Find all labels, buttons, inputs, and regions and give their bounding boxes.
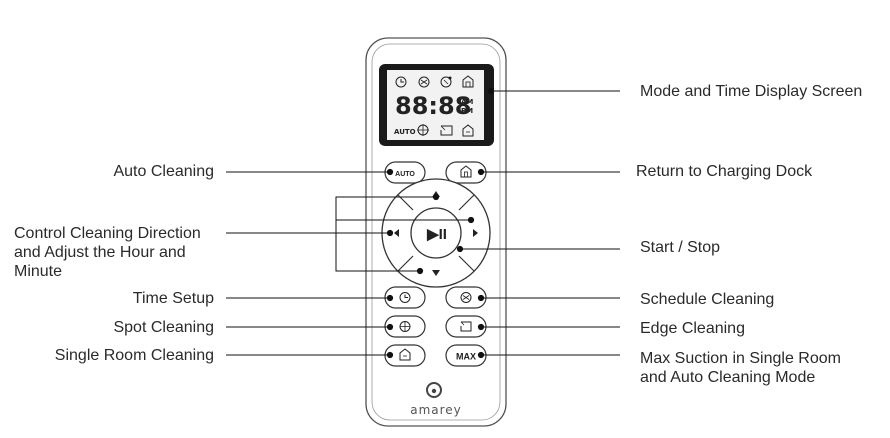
lcd-clock-icon — [395, 76, 407, 88]
label-single-room: Single Room Cleaning — [54, 347, 214, 364]
left-arrow-icon[interactable] — [394, 229, 399, 237]
lcd-auto: AUTO — [394, 128, 416, 136]
label-control-direction-line-2: and Adjust the Hour and — [14, 244, 186, 261]
label-control-direction: Control Cleaning Direction and Adjust th… — [14, 224, 201, 281]
right-arrow-icon[interactable] — [473, 229, 478, 237]
max-button-label: MAX — [456, 352, 476, 362]
lcd-single-room-icon — [462, 124, 474, 137]
label-max-suction-line-2: and Auto Cleaning Mode — [640, 369, 816, 386]
spot-icon — [399, 321, 411, 332]
lcd-home-icon — [462, 75, 474, 88]
down-arrow-icon[interactable] — [432, 270, 440, 276]
lcd-edge-icon — [440, 125, 453, 136]
edge-icon — [460, 321, 472, 332]
lcd-am: AM — [461, 98, 473, 106]
lcd-schedule-icon — [418, 76, 430, 88]
label-time-setup: Time Setup — [132, 290, 214, 307]
leader-lines — [226, 87, 620, 359]
label-max-suction-line-1: Max Suction in Single Room — [640, 350, 841, 367]
label-edge-cleaning: Edge Cleaning — [640, 320, 745, 337]
label-spot-cleaning: Spot Cleaning — [113, 319, 214, 336]
label-control-direction-line-3: Minute — [14, 263, 63, 280]
schedule-icon — [460, 292, 472, 303]
lcd-pm: PM — [461, 107, 473, 115]
label-mode-time-display: Mode and Time Display Screen — [640, 83, 863, 100]
brand-logo-icon — [426, 382, 442, 398]
label-return-dock: Return to Charging Dock — [636, 163, 813, 180]
lcd-schedule-alt-icon — [440, 76, 452, 88]
play-pause-icon: ▶II — [426, 226, 447, 243]
single-room-icon — [399, 348, 411, 361]
label-control-direction-line-1: Control Cleaning Direction — [14, 225, 201, 242]
label-auto-cleaning: Auto Cleaning — [113, 163, 214, 180]
label-max-suction: Max Suction in Single Room and Auto Clea… — [640, 349, 841, 387]
label-start-stop: Start / Stop — [640, 239, 721, 256]
remote-body-inner — [371, 43, 501, 421]
label-schedule-cleaning: Schedule Cleaning — [640, 291, 775, 308]
lcd-time: 88:88 — [395, 92, 471, 120]
brand-name: amarey — [410, 403, 462, 417]
time-setup-clock-icon — [399, 292, 411, 303]
lcd-spot-icon — [417, 124, 429, 136]
dock-home-icon — [460, 165, 472, 178]
auto-button-label: AUTO — [395, 171, 415, 178]
